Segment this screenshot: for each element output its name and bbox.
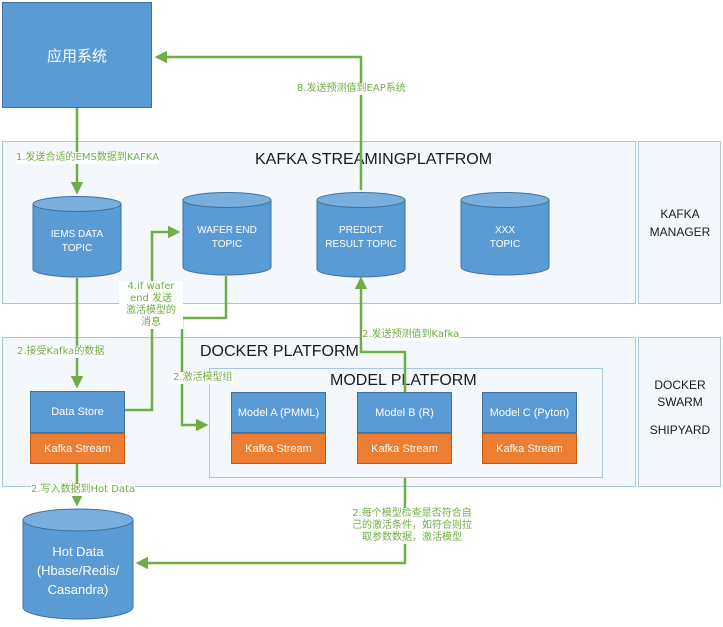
edge-models-to-predict xyxy=(354,276,407,392)
data-store-box: Data Store xyxy=(30,391,125,433)
model-a-kafka-stream: Kafka Stream xyxy=(231,433,326,464)
model-a-box: Model A (PMML) xyxy=(231,392,326,433)
database-icon xyxy=(460,192,550,276)
iems-topic-cylinder: IEMS DATA TOPIC xyxy=(32,196,122,278)
kafka-manager-label: KAFKA MANAGER xyxy=(649,207,711,239)
model-b-box: Model B (R) xyxy=(357,392,452,433)
database-icon xyxy=(32,196,122,278)
model-c-box: Model C (Pyton) xyxy=(482,392,577,433)
xxx-topic-cylinder: XXX TOPIC xyxy=(460,192,550,276)
database-icon xyxy=(316,192,406,278)
docker-side-panel xyxy=(638,337,721,487)
edge-label-2-activate: 2.激活模型组 xyxy=(173,372,233,384)
edge-label-2-receive: 2.接受Kafka的数据 xyxy=(17,346,105,358)
model-b-kafka-stream: Kafka Stream xyxy=(357,433,452,464)
edge-label-8: 8.发送预测值到EAP系统 xyxy=(297,83,406,95)
kafka-title: KAFKA STREAMINGPLATFROM xyxy=(255,151,493,168)
wafer-topic-cylinder: WAFER END TOPIC xyxy=(182,192,272,276)
predict-topic-cylinder: PREDICT RESULT TOPIC xyxy=(316,192,406,278)
model-platform-title: MODEL PLATFORM xyxy=(330,372,477,389)
edge-model-to-hotdata xyxy=(135,478,407,570)
edge-predict-to-app xyxy=(154,50,363,190)
edge-label-1: 1.发送合适的EMS数据到KAFKA xyxy=(16,152,160,164)
edge-wafer-to-model xyxy=(180,276,228,432)
docker-title: DOCKER PLATFORM xyxy=(200,343,359,360)
edge-label-2-write: 2.写入数据到Hot Data xyxy=(31,484,136,496)
app-system-box: 应用系统 xyxy=(2,2,152,108)
kafka-manager-panel xyxy=(638,141,721,304)
model-c-kafka-stream: Kafka Stream xyxy=(482,433,577,464)
database-icon xyxy=(22,508,134,620)
hot-data-cylinder: Hot Data (Hbase/Redis/ Casandra) xyxy=(22,508,134,620)
edge-label-4: 4.if wafer end 发送 激活模型的 消息 xyxy=(119,281,183,329)
database-icon xyxy=(182,192,272,276)
edge-label-2-check: 2.每个模型检查是否符合自 己的激活条件，如符合则拉 取参数数据，激活模型 xyxy=(338,508,486,544)
edge-label-2-send-predict: 2.发送预测值到Kafka xyxy=(362,329,460,341)
data-store-kafka-stream: Kafka Stream xyxy=(30,433,125,464)
docker-side-label: DOCKER SWARM SHIPYARD xyxy=(649,378,711,437)
